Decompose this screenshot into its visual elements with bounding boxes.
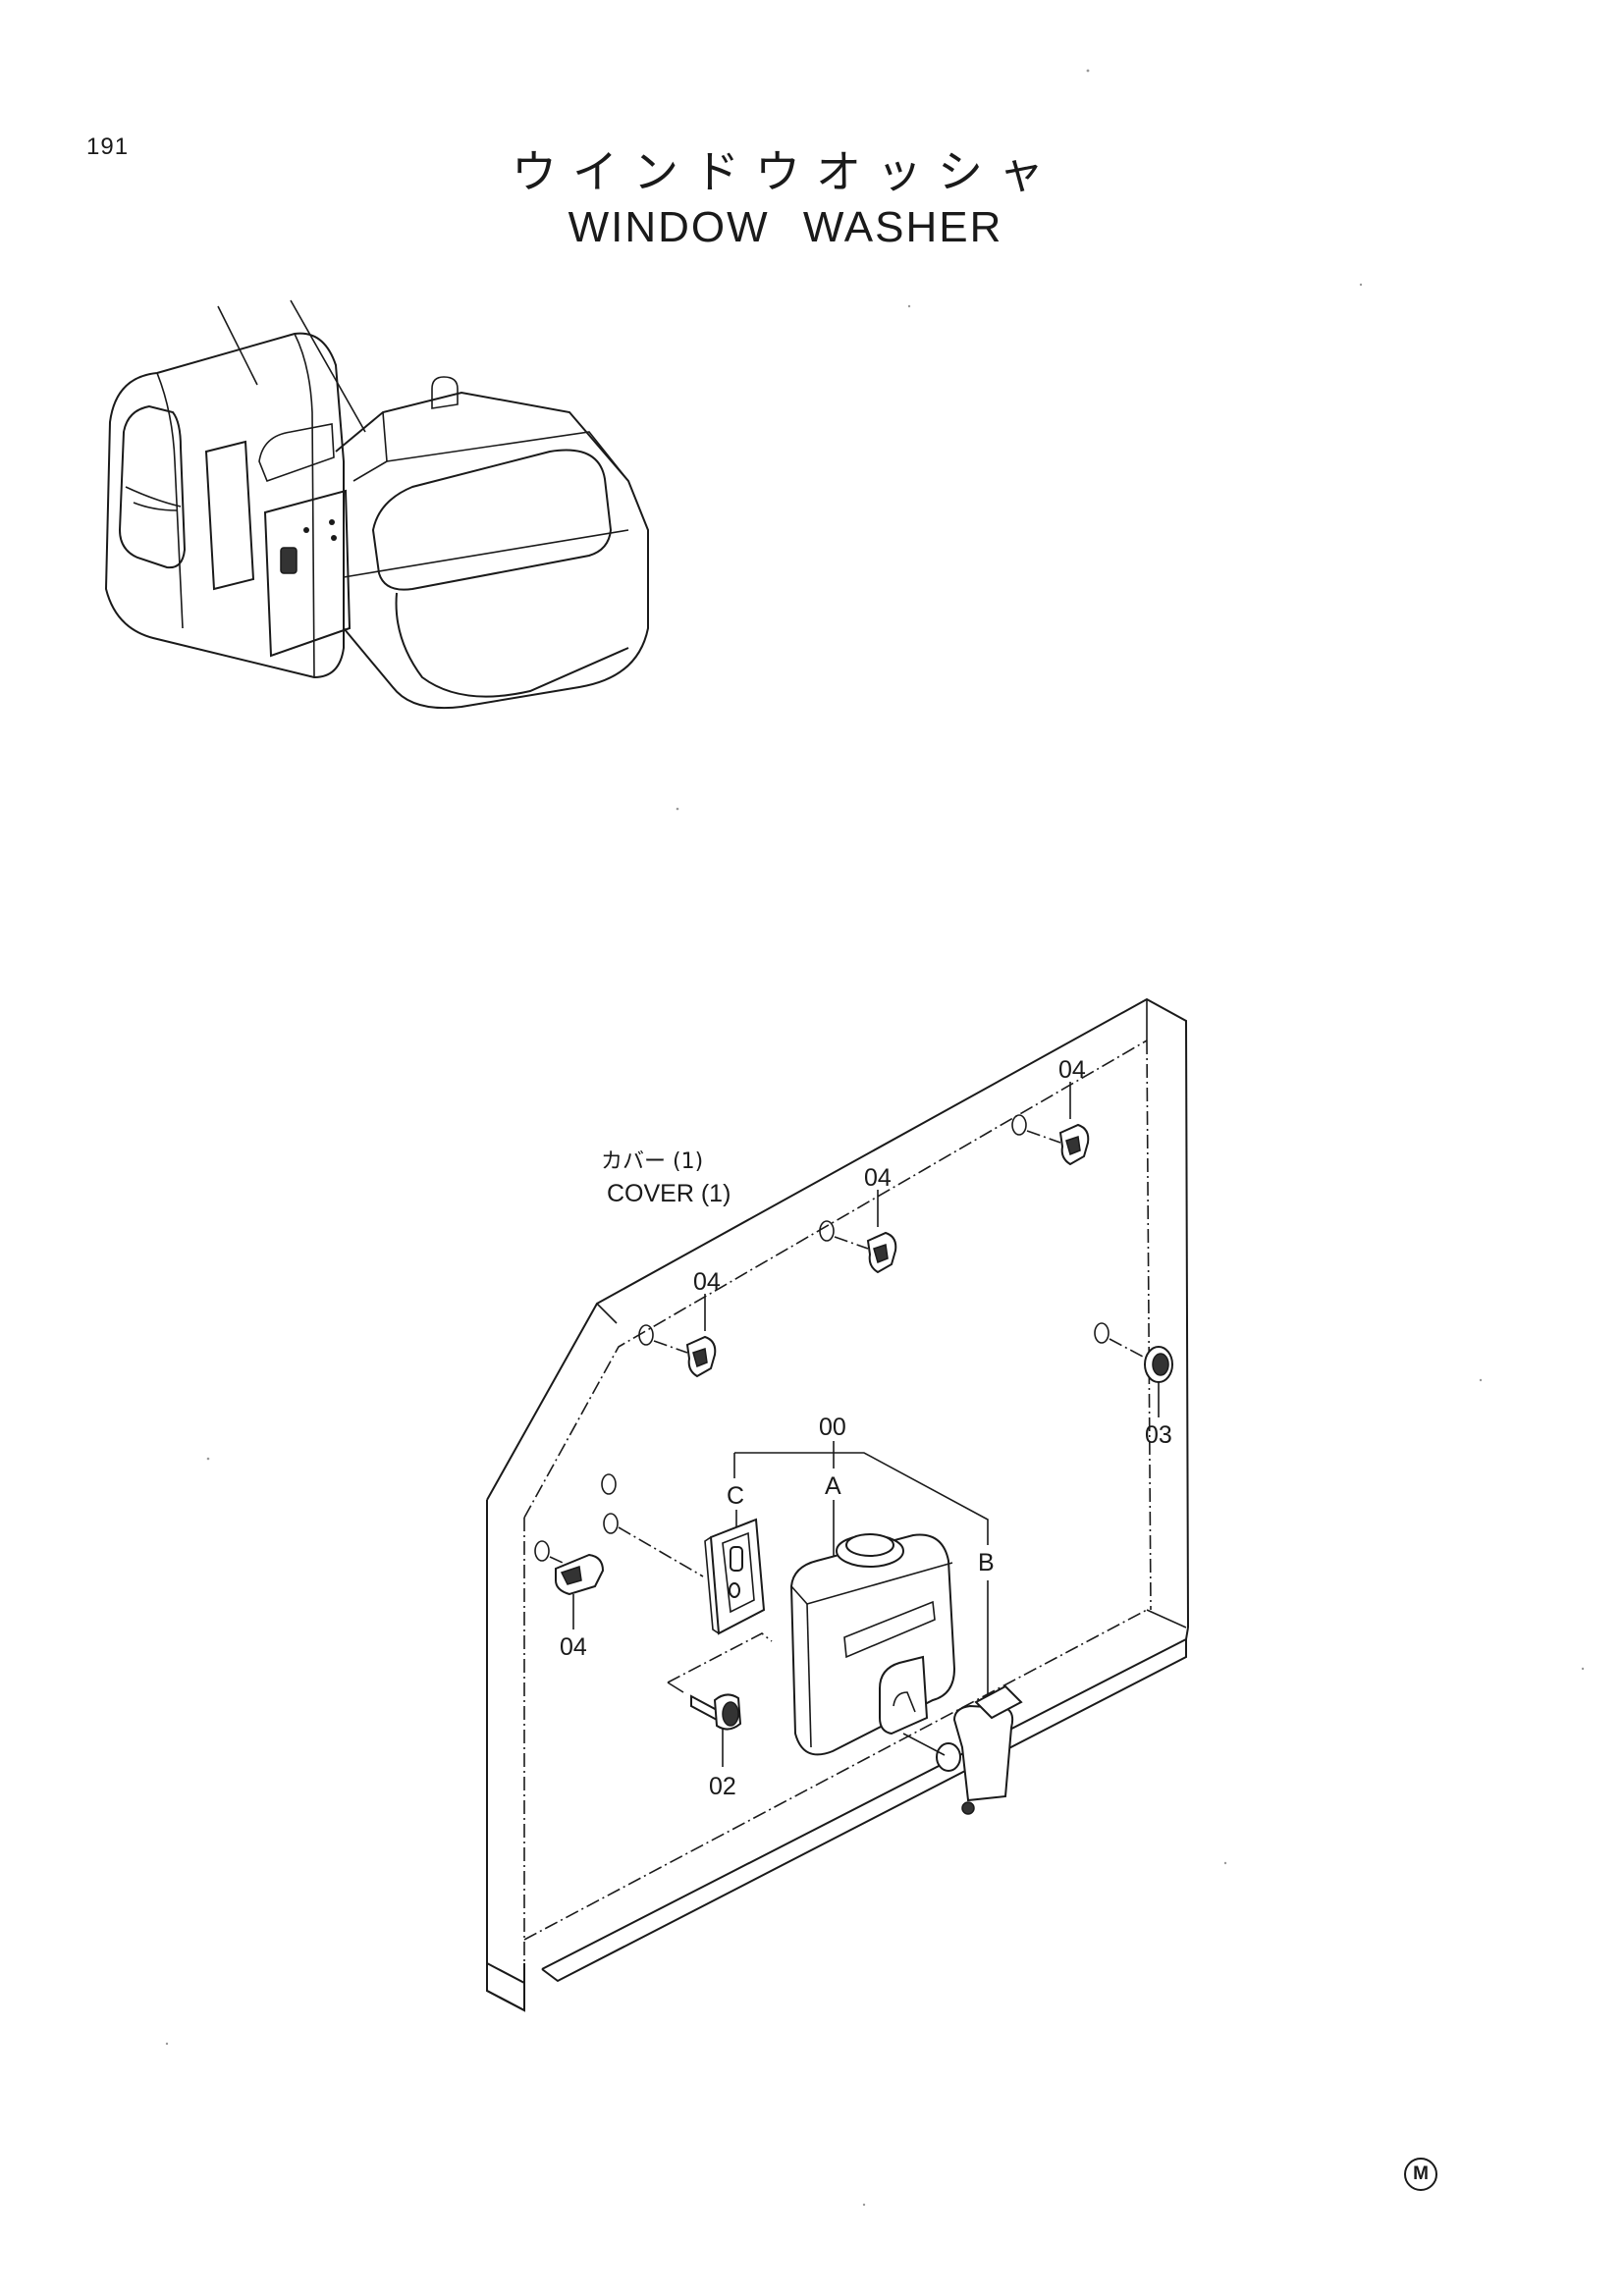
cover-panel [486, 997, 1189, 2012]
sub-c-callout: C [727, 1482, 744, 1510]
tank-bracket [704, 1510, 766, 1635]
grommet [1144, 1346, 1173, 1417]
washer-pump [902, 1580, 1023, 1815]
assembly-callout: 00 [819, 1414, 846, 1441]
clip-top-left [685, 1294, 717, 1378]
page-title: ウインドウオッシャ WINDOW WASHER [491, 147, 1080, 252]
clip-top-middle [866, 1190, 897, 1274]
clip-top-right-callout: 04 [1058, 1056, 1086, 1084]
grommet-callout: 03 [1145, 1421, 1172, 1449]
clip-lower-left-callout: 04 [560, 1633, 587, 1661]
clip-top-right [1058, 1082, 1090, 1166]
sub-b-callout: B [978, 1549, 995, 1576]
clip-top-middle-callout: 04 [864, 1164, 892, 1192]
title-japanese: ウインドウオッシャ [512, 145, 1059, 198]
cover-label-japanese: カバー (1) [601, 1149, 703, 1174]
bolt-callout: 02 [709, 1773, 736, 1800]
washer-tank [789, 1500, 956, 1756]
scan-specks [165, 69, 1585, 2207]
bolt [667, 1632, 773, 1767]
excavator-overview-illustration [104, 299, 649, 710]
page-number: 191 [86, 133, 130, 160]
cover-label-english: COVER (1) [607, 1180, 731, 1207]
clip-top-left-callout: 04 [693, 1268, 721, 1296]
manufacturer-mark-icon: M [1404, 2158, 1437, 2191]
sub-a-callout: A [825, 1472, 841, 1500]
title-english: WINDOW WASHER [568, 202, 1003, 251]
clip-lower-left [555, 1553, 605, 1629]
